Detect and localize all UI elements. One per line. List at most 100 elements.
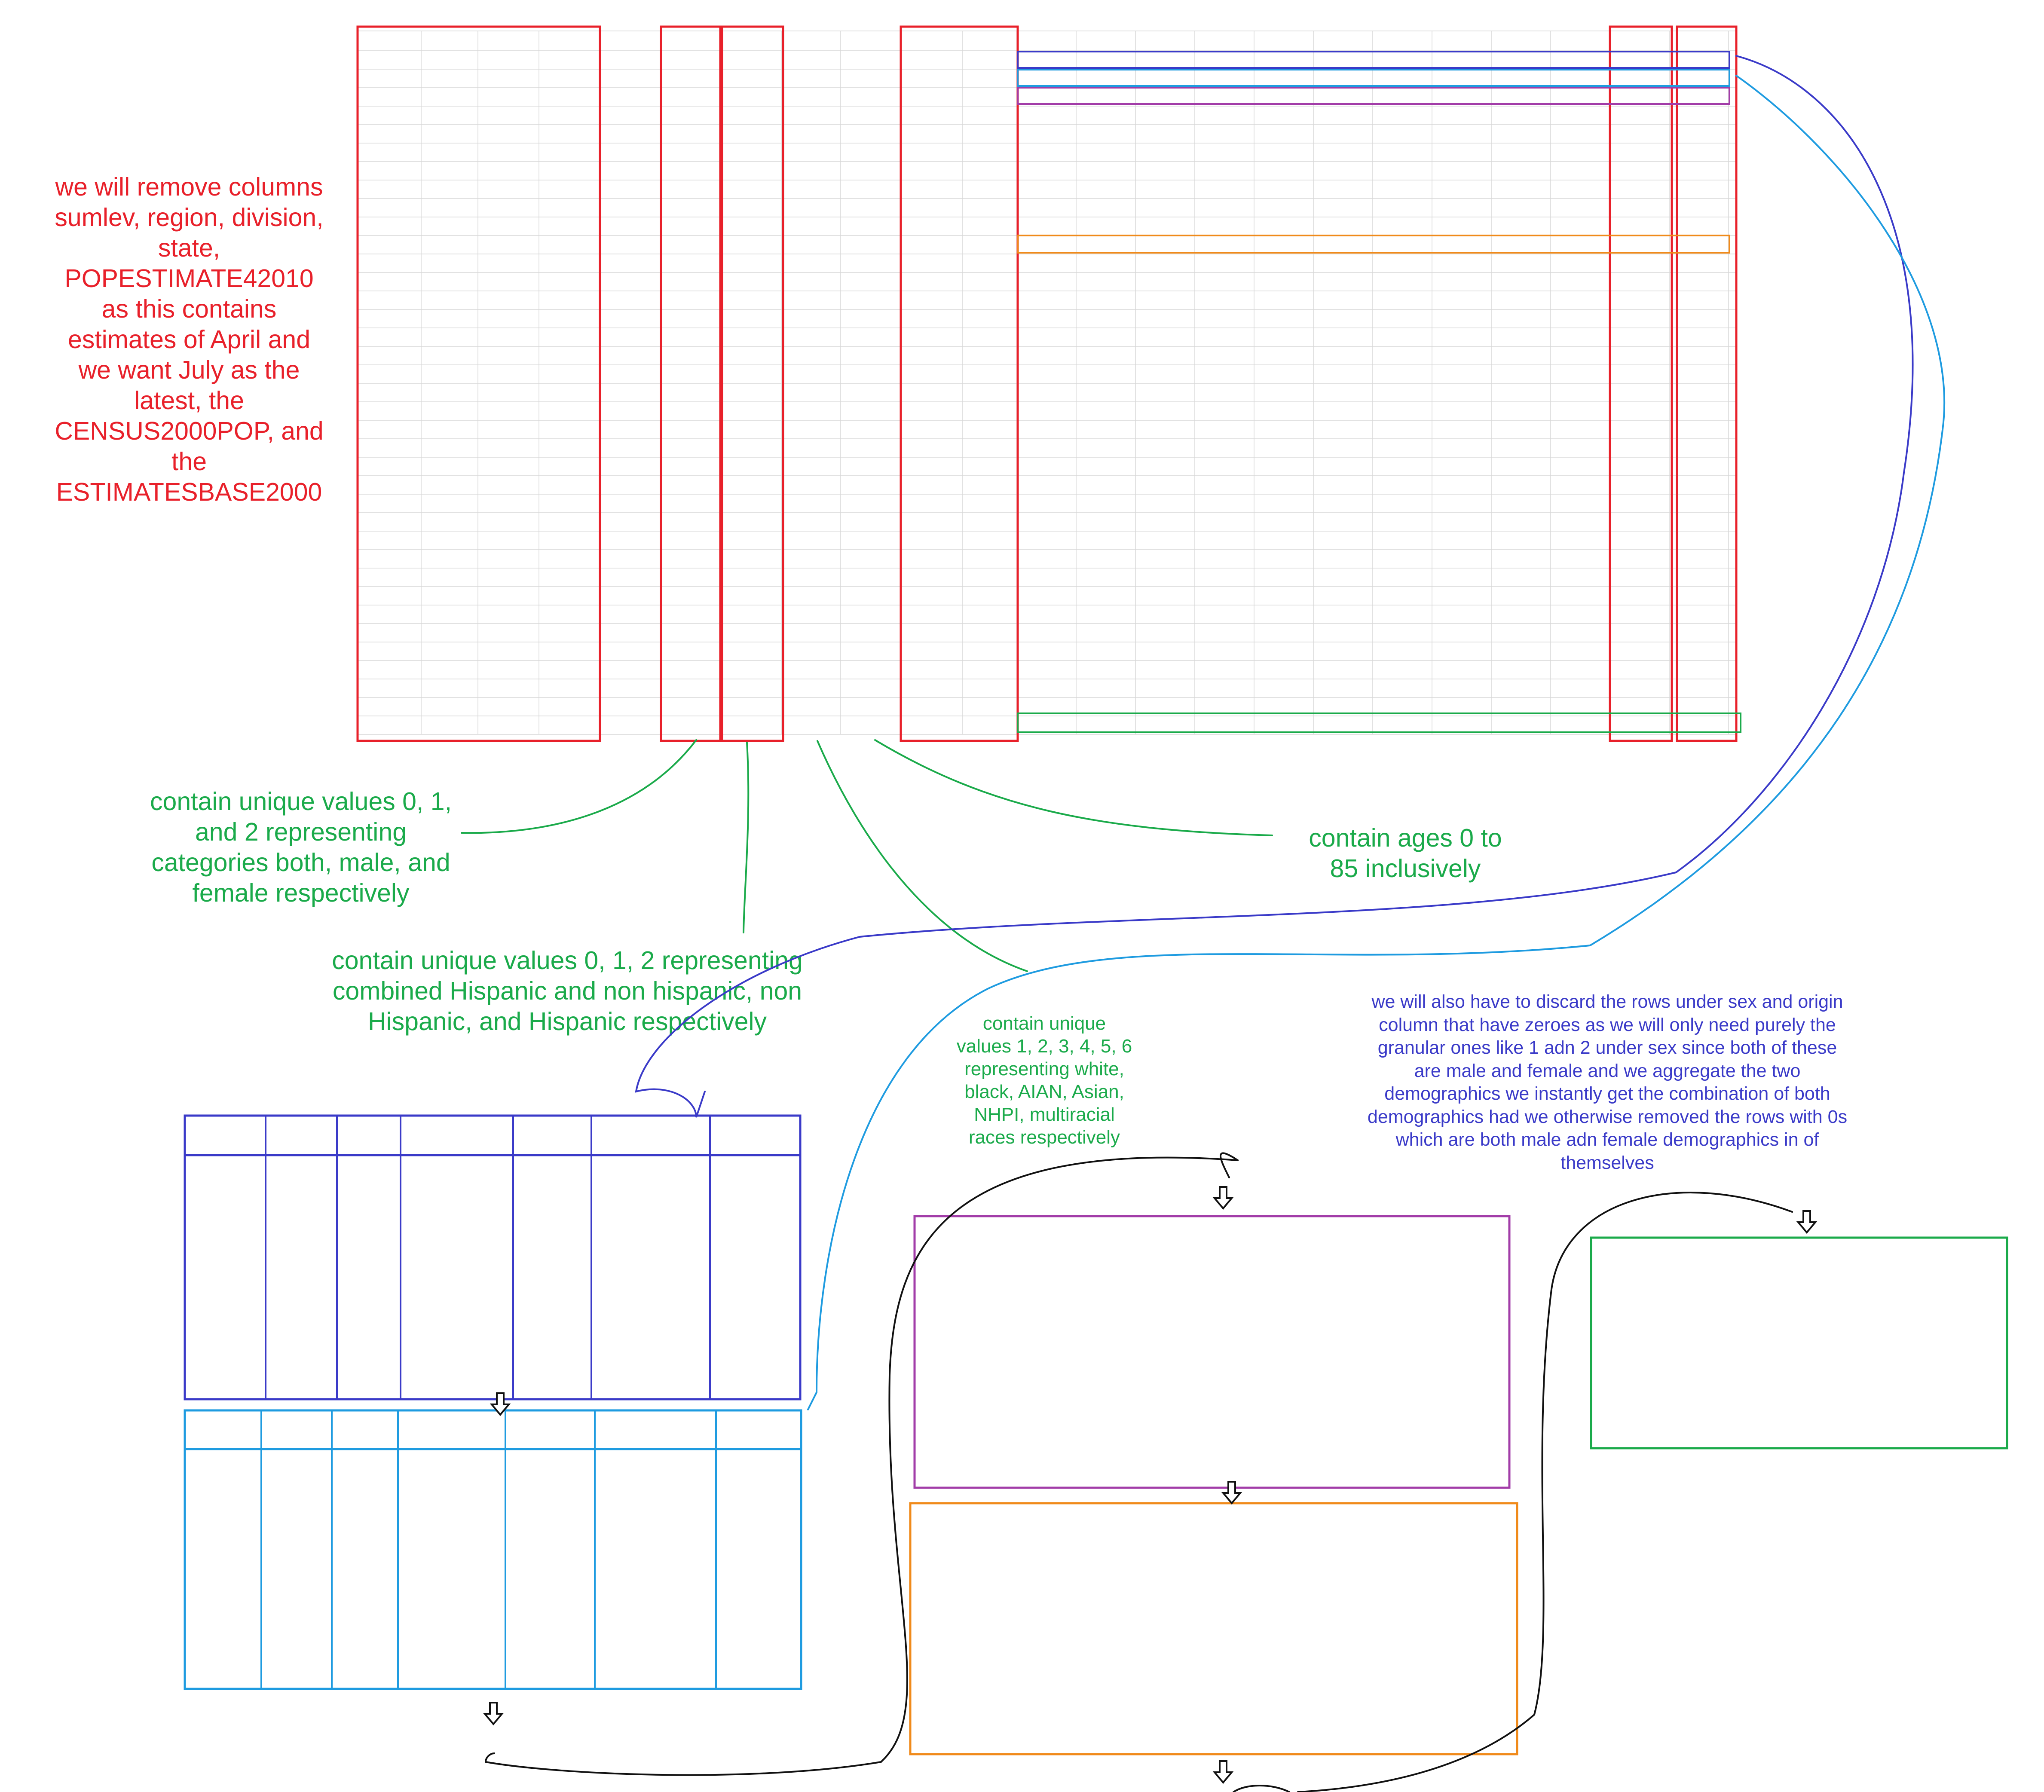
population-cell <box>1432 328 1486 346</box>
note-line: NHPI, multiracial <box>974 1104 1115 1125</box>
population-cell <box>1551 365 1605 383</box>
connector-sex-note <box>461 739 697 834</box>
population-cell <box>902 716 958 734</box>
population-cell <box>963 69 1013 88</box>
population-cell <box>902 272 958 291</box>
sheet-cell <box>660 217 716 235</box>
population-cell <box>1254 531 1308 550</box>
population-cell <box>1551 272 1605 291</box>
population-cell <box>1017 328 1071 346</box>
population-cell <box>902 180 958 199</box>
population-cell <box>1551 642 1605 661</box>
population-cell <box>1677 309 1733 328</box>
population-cell <box>963 346 1013 365</box>
sheet-cell <box>600 476 656 494</box>
sheet-cell <box>421 697 474 716</box>
population-cell <box>963 494 1013 513</box>
population-cell <box>1076 402 1130 420</box>
population-cell <box>1313 88 1368 106</box>
age-cell <box>841 254 893 272</box>
population-cell <box>1135 272 1190 291</box>
sheet-cell <box>478 661 535 679</box>
population-cell <box>1195 679 1249 697</box>
sheet-cell <box>781 457 836 476</box>
population-cell <box>1254 402 1308 420</box>
population-cell <box>1432 531 1486 550</box>
sheet-cell <box>600 697 656 716</box>
sheet-cell <box>600 513 656 531</box>
population-cell <box>1551 605 1605 624</box>
population-cell <box>1195 513 1249 531</box>
population-cell <box>1677 69 1733 88</box>
population-cell <box>1432 420 1486 439</box>
population-cell <box>1612 309 1669 328</box>
population-cell <box>963 365 1013 383</box>
population-cell <box>1612 402 1669 420</box>
sheet-cell <box>720 143 777 162</box>
population-cell <box>1491 346 1545 365</box>
population-cell <box>1195 346 1249 365</box>
sex-values-note: contain unique values 0, 1,and 2 represe… <box>116 786 486 908</box>
population-cell <box>1491 550 1545 568</box>
sheet-cell <box>720 605 777 624</box>
population-cell <box>902 88 958 106</box>
population-cell <box>1017 697 1071 716</box>
population-cell <box>1612 679 1669 697</box>
population-cell <box>1254 217 1308 235</box>
population-cell <box>1551 217 1605 235</box>
population-cell <box>1076 162 1130 180</box>
age-cell <box>841 309 893 328</box>
population-cell <box>963 661 1013 679</box>
sheet-cell <box>539 106 596 125</box>
sheet-cell <box>720 624 777 642</box>
population-cell <box>1254 309 1308 328</box>
down-arrow-icon <box>1212 1186 1234 1210</box>
population-cell <box>902 513 958 531</box>
sheet-cell <box>720 494 777 513</box>
population-cell <box>1135 383 1190 402</box>
note-line: latest, the <box>134 386 244 415</box>
population-cell <box>1491 476 1545 494</box>
sheet-cell <box>358 272 417 291</box>
sheet-cell <box>421 476 474 494</box>
sheet-cell <box>539 531 596 550</box>
population-cell <box>1017 679 1071 697</box>
population-cell <box>1076 439 1130 457</box>
population-cell <box>1135 180 1190 199</box>
sheet-cell <box>660 476 716 494</box>
population-cell <box>902 568 958 587</box>
population-cell <box>963 568 1013 587</box>
sheet-cell <box>478 309 535 328</box>
sheet-cell <box>539 291 596 309</box>
population-cell <box>1313 402 1368 420</box>
sheet-cell <box>781 69 836 88</box>
sheet-cell <box>600 291 656 309</box>
population-cell <box>1254 513 1308 531</box>
sheet-cell <box>478 420 535 439</box>
population-cell <box>1551 457 1605 476</box>
note-line: we will remove columns <box>55 173 323 201</box>
population-cell <box>1254 679 1308 697</box>
sheet-cell <box>781 217 836 235</box>
population-cell <box>1677 550 1733 568</box>
population-cell <box>1373 254 1427 272</box>
sheet-cell <box>421 162 474 180</box>
age-cell <box>841 125 893 143</box>
down-arrow-icon <box>1796 1210 1818 1234</box>
note-line: we want July as the <box>78 356 300 384</box>
sheet-cell <box>478 568 535 587</box>
population-cell <box>1135 143 1190 162</box>
sheet-cell <box>478 235 535 254</box>
note-line: demographics had we otherwise removed th… <box>1367 1106 1848 1127</box>
sheet-cell <box>539 328 596 346</box>
sheet-cell <box>478 550 535 568</box>
population-cell <box>1017 439 1071 457</box>
population-cell <box>1254 125 1308 143</box>
sheet-cell <box>421 439 474 457</box>
age-cell <box>841 199 893 217</box>
population-cell <box>1373 346 1427 365</box>
population-cell <box>1677 587 1733 605</box>
sheet-cell <box>600 420 656 439</box>
population-cell <box>1677 476 1733 494</box>
population-cell <box>1373 235 1427 254</box>
